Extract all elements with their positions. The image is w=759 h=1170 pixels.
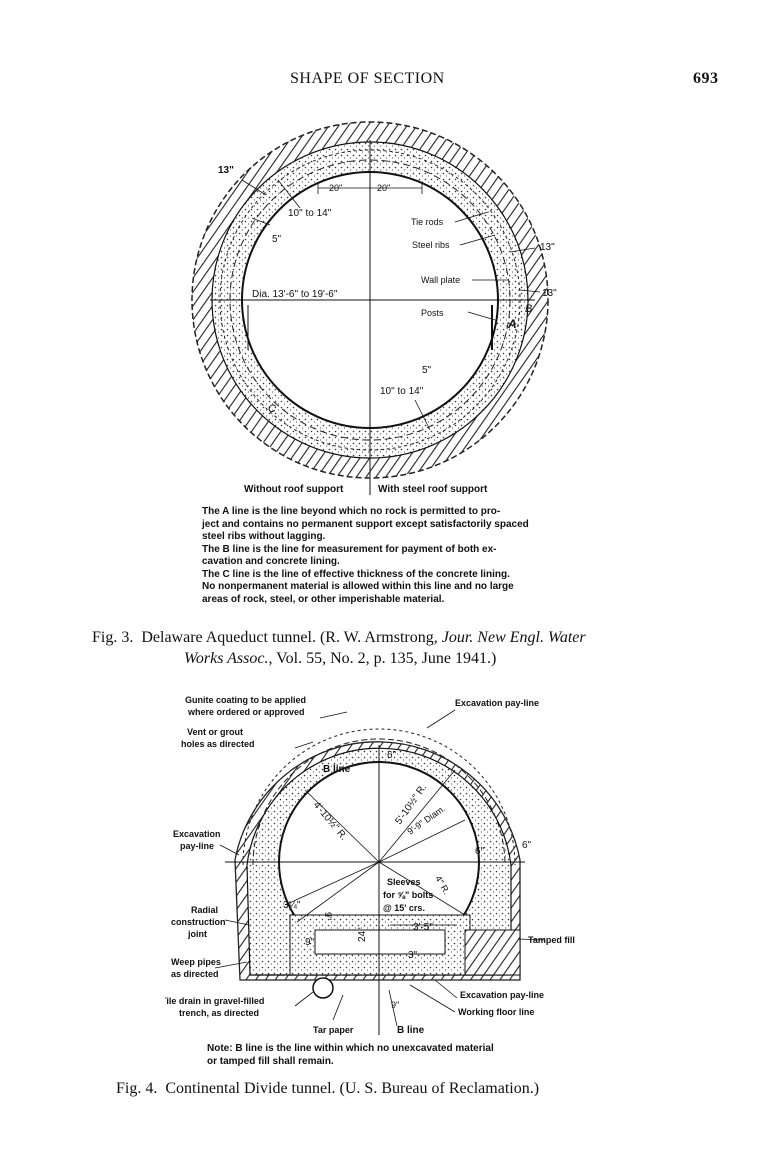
fig4-dim-3-5: 3'-5" bbox=[413, 922, 433, 933]
fig4-dim-9b: 9" bbox=[305, 937, 315, 948]
fig4-caption-label: Fig. 4. bbox=[116, 1080, 158, 1097]
fig3-tunnel-section-drawing: 13" 20" 20" 10" to 14" 5" Dia. 13'-6" to… bbox=[191, 121, 557, 495]
fig4-excavation-payline-bottom: Excavation pay-line bbox=[460, 990, 544, 1000]
fig3-note-line: The B line is the line for measurement f… bbox=[202, 543, 497, 555]
fig4-gunite-label-2: where ordered or approved bbox=[187, 707, 305, 717]
fig3-note-line: The C line is the line of effective thic… bbox=[202, 568, 510, 580]
fig4-tile-drain-2: trench, as directed bbox=[179, 1008, 259, 1018]
fig4-gunite-label-1: Gunite coating to be applied bbox=[185, 695, 306, 705]
fig3-note-line: cavation and concrete lining. bbox=[202, 556, 340, 567]
fig4-tamped-fill: Tamped fill bbox=[528, 935, 575, 945]
fig4-dim-6-right: 6" bbox=[475, 846, 485, 857]
fig4-notes: Note: B line is the line within which no… bbox=[207, 1043, 587, 1068]
fig3-caption-text2: Vol. 55, No. 2, p. 135, June 1941.) bbox=[276, 650, 497, 667]
fig4-b-line-bottom: B line bbox=[397, 1025, 425, 1036]
fig4-b-line-top: B line bbox=[323, 764, 351, 775]
fig4-tunnel-section-drawing: Gunite coating to be applied where order… bbox=[165, 695, 575, 1036]
fig3-wall-plate-label: Wall plate bbox=[421, 275, 460, 285]
fig3-tie-rods-label: Tie rods bbox=[411, 217, 444, 227]
fig4-vent-label-1: Vent or grout bbox=[187, 727, 243, 737]
fig3-caption-label: Fig. 3. bbox=[92, 629, 134, 646]
fig4-caption: Fig. 4. Continental Divide tunnel. (U. S… bbox=[116, 1078, 716, 1099]
fig4-caption-text: Continental Divide tunnel. (U. S. Bureau… bbox=[165, 1080, 540, 1097]
fig4-excavation-left-1: Excavation bbox=[173, 829, 221, 839]
fig3-note-line: The A line is the line beyond which no r… bbox=[202, 506, 501, 517]
fig3-dim-13-topleft: 13" bbox=[218, 165, 234, 176]
page-number: 693 bbox=[693, 70, 719, 87]
fig3-with-support-label: With steel roof support bbox=[378, 484, 488, 495]
fig4-sleeves-1: Sleeves bbox=[387, 877, 421, 887]
fig4-weep-pipes-1: Weep pipes bbox=[171, 957, 221, 967]
fig3-dim-10-14-bottom: 10" to 14" bbox=[380, 386, 424, 397]
fig3-dim-20b: 20" bbox=[377, 183, 390, 193]
fig3-steel-ribs-label: Steel ribs bbox=[412, 240, 450, 250]
fig4-dim-6-right2: 6" bbox=[522, 840, 532, 851]
fig4-dim-9-bottom: 9" bbox=[391, 1000, 399, 1010]
fig3-caption-journal2: Works Assoc., bbox=[184, 650, 273, 667]
fig3-diameter-label: Dia. 13'-6" to 19'-6" bbox=[252, 289, 338, 300]
fig4-sleeves-2: for ⅝" bolts bbox=[383, 890, 433, 900]
fig3-without-support-label: Without roof support bbox=[244, 484, 344, 495]
fig4-dim-3-bottom: 3" bbox=[408, 950, 418, 961]
fig3-dim-13-right2: 13" bbox=[542, 288, 557, 299]
fig4-sleeves-3: @ 15' crs. bbox=[383, 903, 425, 913]
fig3-caption-text1: Delaware Aqueduct tunnel. (R. W. Armstro… bbox=[141, 629, 438, 646]
fig3-line-a-label: A bbox=[507, 317, 517, 331]
running-header-title: SHAPE OF SECTION bbox=[290, 70, 445, 87]
fig4-radial-label-1: Radial bbox=[191, 905, 218, 915]
fig4-note-line: Note: B line is the line within which no… bbox=[207, 1043, 494, 1054]
fig3-posts-label: Posts bbox=[421, 308, 444, 318]
fig3-note-line: ject and contains no permanent support e… bbox=[202, 518, 529, 530]
fig4-radial-label-3: joint bbox=[187, 929, 207, 939]
fig4-note-line: or tamped fill shall remain. bbox=[207, 1055, 334, 1067]
fig4-tar-paper: Tar paper bbox=[313, 1025, 354, 1035]
fig4-dim-3-25: 3¼" bbox=[283, 899, 301, 911]
fig3-dim-10-14-top: 10" to 14" bbox=[288, 208, 332, 219]
fig4-radial-label-2: construction bbox=[171, 917, 226, 927]
fig3-line-c-label: C bbox=[268, 403, 276, 415]
fig4-weep-pipes-2: as directed bbox=[171, 969, 219, 979]
fig4-dim-24: 24" bbox=[357, 927, 368, 942]
fig3-caption-journal: Jour. New Engl. Water bbox=[441, 629, 586, 646]
fig3-dim-13-right1: 13" bbox=[540, 242, 555, 253]
fig3-note-line: No nonpermanent material is allowed with… bbox=[202, 581, 514, 592]
fig3-line-b-label: B bbox=[525, 303, 532, 315]
fig4-vent-label-2: holes as directed bbox=[181, 739, 255, 749]
fig3-caption: Fig. 3. Delaware Aqueduct tunnel. (R. W.… bbox=[92, 627, 692, 669]
fig3-dim-5-bottom: 5" bbox=[422, 365, 432, 376]
fig4-dim-9a: 9" bbox=[323, 912, 333, 920]
fig4-tile-drain-1: Tile drain in gravel-filled bbox=[165, 996, 264, 1006]
fig3-dim-5-top: 5" bbox=[272, 234, 282, 245]
fig4-excavation-payline-top: Excavation pay-line bbox=[455, 698, 539, 708]
fig4-excavation-left-2: pay-line bbox=[180, 841, 214, 851]
fig3-note-line: steel ribs without lagging. bbox=[202, 531, 326, 542]
fig3-notes: The A line is the line beyond which no r… bbox=[202, 506, 574, 606]
fig3-note-line: areas of rock, steel, or other imperisha… bbox=[202, 593, 445, 605]
fig4-dim-6-top: 6" bbox=[387, 750, 397, 761]
fig4-working-floor-line: Working floor line bbox=[458, 1007, 534, 1017]
fig3-dim-20a: 20" bbox=[329, 183, 342, 193]
